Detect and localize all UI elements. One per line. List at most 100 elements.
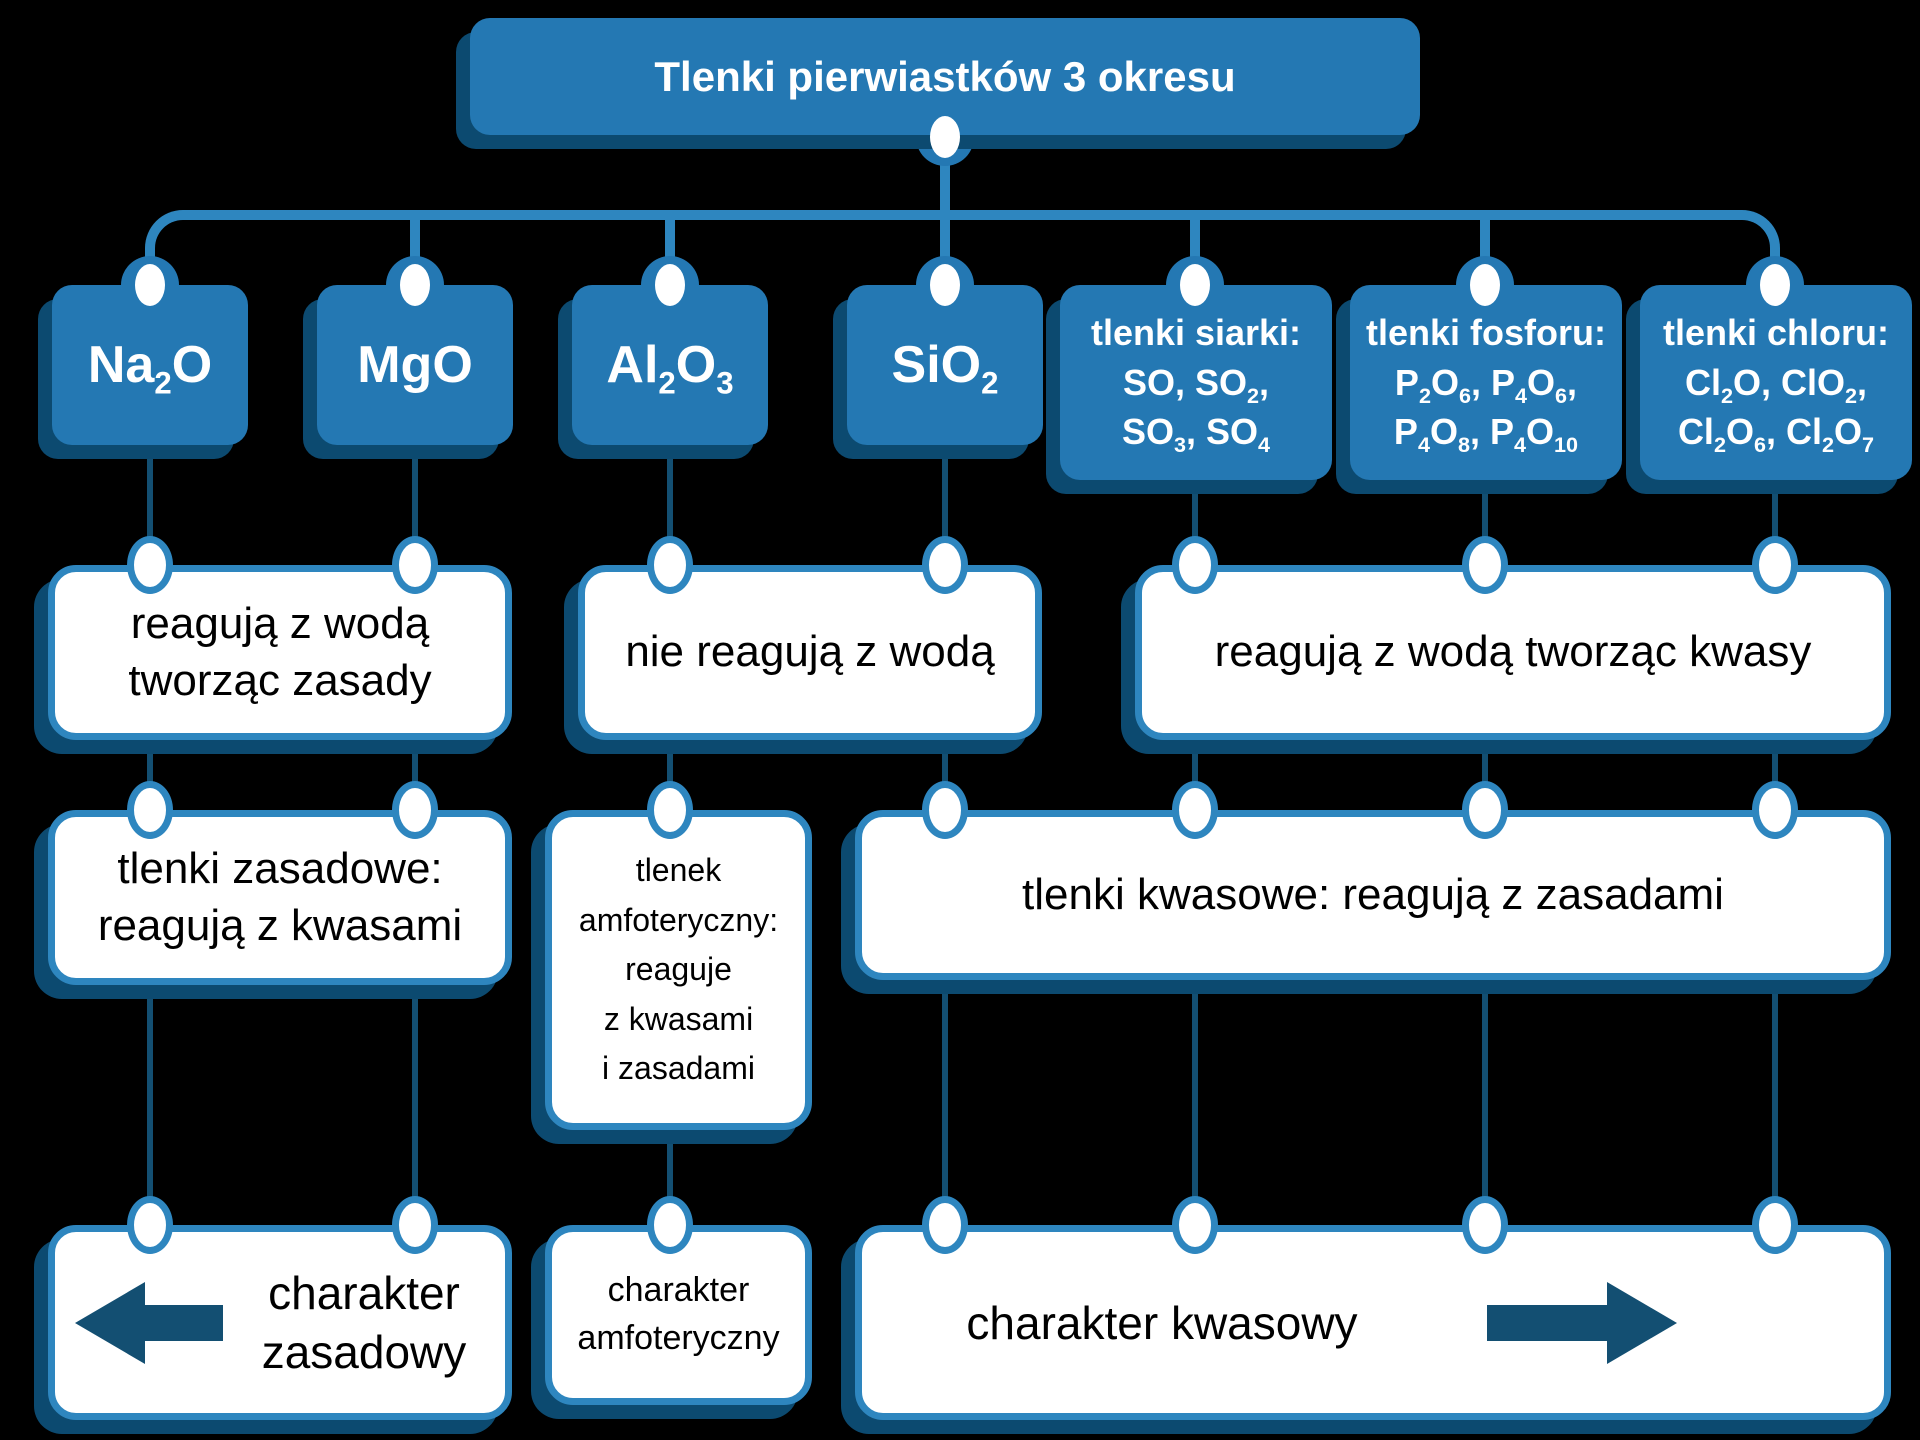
connector-dot xyxy=(1462,781,1508,839)
connector-dot xyxy=(127,1196,173,1254)
oxide-type-box-acidic: tlenki kwasowe: reagują z zasadami xyxy=(855,810,1891,980)
title-box: Tlenki pierwiastków 3 okresu xyxy=(470,18,1420,135)
oxide-type-text: tlenki kwasowe: reagują z zasadami xyxy=(1022,870,1724,919)
connector-dot xyxy=(1752,1196,1798,1254)
connector-stub xyxy=(410,215,420,295)
oxide-group-label: tlenki siarki: xyxy=(1090,311,1302,353)
connector-dot xyxy=(1752,536,1798,594)
oxide-box-mgo: MgO xyxy=(317,285,513,445)
connector-dot xyxy=(655,264,685,306)
connector-line xyxy=(942,430,948,570)
connector-line xyxy=(1192,950,1198,1230)
connector-line xyxy=(942,950,948,1230)
oxide-group-formulas: Cl2O, ClO2, Cl2O6, Cl2O7 xyxy=(1677,361,1875,458)
connector-dot xyxy=(1172,781,1218,839)
connector-dot xyxy=(392,781,438,839)
connector-dot xyxy=(930,264,960,306)
oxide-type-box-amphoteric: tlenek amfoteryczny: reaguje z kwasami i… xyxy=(545,810,812,1130)
connector-line xyxy=(667,430,673,570)
arrow-shaft xyxy=(1487,1304,1607,1341)
oxide-group-label: tlenki fosforu: xyxy=(1366,311,1606,353)
oxide-group-label: tlenki chloru: xyxy=(1662,311,1890,353)
connector-root-line xyxy=(940,125,950,290)
connector-line xyxy=(147,950,153,1230)
connector-dot xyxy=(922,1196,968,1254)
connector-dot xyxy=(647,781,693,839)
arrow-head xyxy=(1607,1281,1677,1364)
oxide-group: tlenki chloru: Cl2O, ClO2, Cl2O6, Cl2O7 xyxy=(1663,308,1889,457)
connector-dot xyxy=(1752,781,1798,839)
character-text: charakter zasadowy xyxy=(261,1266,467,1378)
oxide-box-phosphorus: tlenki fosforu: P2O6, P4O6, P4O8, P4O10 xyxy=(1350,285,1622,480)
connector-dot xyxy=(127,536,173,594)
connector-line xyxy=(412,430,418,570)
oxide-box-al2o3: Al2O3 xyxy=(572,285,768,445)
connector-dot xyxy=(647,536,693,594)
connector-dot xyxy=(1462,536,1508,594)
oxide-type-box-basic: tlenki zasadowe: reagują z kwasami xyxy=(48,810,512,985)
connector-line xyxy=(1192,430,1198,570)
connector-line xyxy=(667,700,673,815)
connector-line xyxy=(1482,950,1488,1230)
oxide-formula: SiO2 xyxy=(891,336,999,401)
water-reaction-text: reagują z wodą tworząc zasady xyxy=(128,599,432,705)
connector-dot xyxy=(1760,264,1790,306)
connector-line xyxy=(1482,700,1488,815)
connector-dot xyxy=(135,264,165,306)
oxide-group: tlenki siarki: SO, SO2, SO3, SO4 xyxy=(1091,308,1301,457)
page-title: Tlenki pierwiastków 3 okresu xyxy=(654,52,1236,100)
water-reaction-text: nie reagują z wodą xyxy=(625,627,995,677)
connector-dot xyxy=(1180,264,1210,306)
connector-dot xyxy=(1172,1196,1218,1254)
connector-stub xyxy=(1480,215,1490,295)
water-reaction-box-basic: reagują z wodą tworząc zasady xyxy=(48,565,512,740)
connector-line xyxy=(1482,430,1488,570)
oxide-formula: MgO xyxy=(357,336,473,394)
oxide-group: tlenki fosforu: P2O6, P4O6, P4O8, P4O10 xyxy=(1366,308,1606,457)
connector-line xyxy=(1192,700,1198,815)
character-box-basic: charakter zasadowy xyxy=(48,1225,512,1420)
connector-line xyxy=(1772,950,1778,1230)
connector-dot xyxy=(1470,264,1500,306)
connector-line xyxy=(147,430,153,570)
water-reaction-box-acidic: reagują z wodą tworząc kwasy xyxy=(1135,565,1891,740)
connector-stub xyxy=(1190,215,1200,295)
arrow-head xyxy=(75,1281,145,1364)
connector-line xyxy=(412,700,418,815)
water-reaction-text: reagują z wodą tworząc kwasy xyxy=(1214,627,1812,677)
connector-trunk xyxy=(145,210,1780,288)
right-arrow-icon xyxy=(1487,1281,1677,1364)
oxide-type-text: tlenek amfoteryczny: reaguje z kwasami i… xyxy=(578,852,779,1087)
connector-line xyxy=(412,950,418,1230)
oxide-formula: Na2O xyxy=(87,336,213,401)
arrow-shaft xyxy=(145,1304,223,1341)
character-box-amphoteric: charakter amfoteryczny xyxy=(545,1225,812,1405)
connector-line xyxy=(1772,430,1778,570)
connector-line xyxy=(147,700,153,815)
connector-line xyxy=(1772,700,1778,815)
water-reaction-box-none: nie reagują z wodą xyxy=(578,565,1042,740)
oxide-type-text: tlenki zasadowe: reagują z kwasami xyxy=(97,844,463,950)
oxide-box-sio2: SiO2 xyxy=(847,285,1043,445)
connector-dot xyxy=(1172,536,1218,594)
connector-dot xyxy=(647,1196,693,1254)
oxide-box-chlorine: tlenki chloru: Cl2O, ClO2, Cl2O6, Cl2O7 xyxy=(1640,285,1912,480)
connector-dot xyxy=(922,781,968,839)
connector-dot xyxy=(392,1196,438,1254)
left-arrow-icon xyxy=(75,1281,223,1364)
connector-line xyxy=(942,700,948,815)
character-box-acidic: charakter kwasowy xyxy=(855,1225,1891,1420)
connector-dot xyxy=(922,536,968,594)
oxide-box-na2o: Na2O xyxy=(52,285,248,445)
oxide-box-sulfur: tlenki siarki: SO, SO2, SO3, SO4 xyxy=(1060,285,1332,480)
oxide-group-formulas: SO, SO2, SO3, SO4 xyxy=(1121,361,1271,458)
connector-stub xyxy=(665,215,675,295)
connector-dot xyxy=(930,116,960,158)
oxide-formula: Al2O3 xyxy=(606,336,734,401)
character-text: charakter amfoteryczny xyxy=(577,1271,780,1357)
character-text: charakter kwasowy xyxy=(966,1296,1358,1349)
connector-dot xyxy=(1462,1196,1508,1254)
oxide-group-formulas: P2O6, P4O6, P4O8, P4O10 xyxy=(1393,361,1579,458)
connector-dot xyxy=(127,781,173,839)
